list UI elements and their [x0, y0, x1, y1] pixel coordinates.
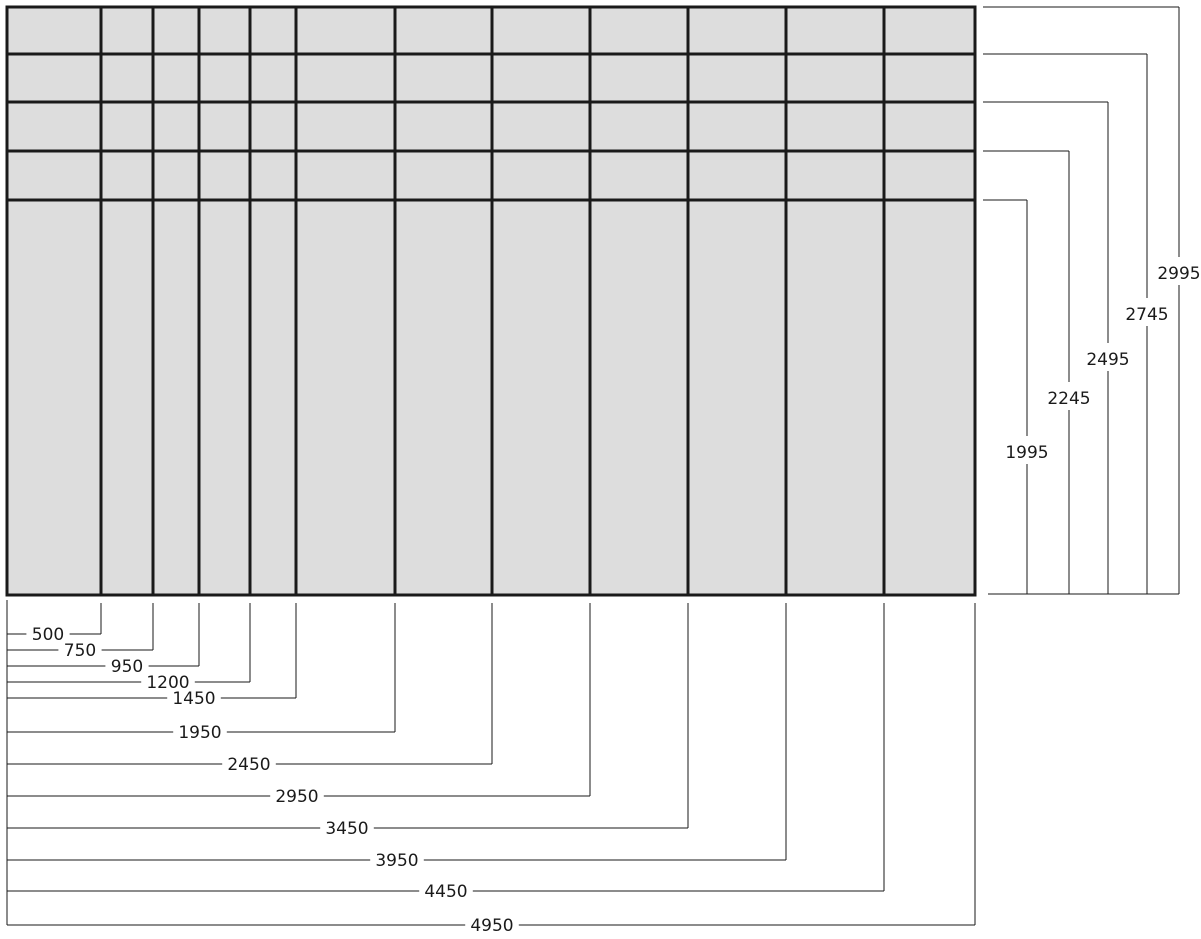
- width-dimension-1200: 1200: [7, 603, 251, 693]
- width-dimension-750: 750: [7, 603, 154, 661]
- dimension-label: 2950: [275, 787, 318, 807]
- height-dimension-1995: 1995: [983, 199, 1049, 594]
- dimension-label: 2745: [1125, 305, 1168, 325]
- dimension-label: 2995: [1157, 264, 1200, 284]
- width-dimension-2950: 2950: [7, 603, 591, 807]
- dimension-label: 750: [64, 641, 96, 661]
- height-dimension-2495: 2495: [983, 101, 1130, 594]
- width-dimension-4950: 4950: [7, 603, 976, 936]
- width-dimension-3450: 3450: [7, 603, 689, 839]
- dimension-label: 1200: [146, 673, 189, 693]
- dimension-label: 1450: [172, 689, 215, 709]
- dimension-label: 2245: [1047, 389, 1090, 409]
- grid-layer: [7, 7, 975, 595]
- dimension-label: 2450: [227, 755, 270, 775]
- width-dimension-2450: 2450: [7, 603, 493, 775]
- width-dimension-3950: 3950: [7, 603, 787, 871]
- width-dimension-1950: 1950: [7, 603, 396, 743]
- vertical-dimension-lines: 1995 2245 2495 2745 2995: [983, 6, 1201, 595]
- dimension-label: 500: [32, 625, 64, 645]
- width-dimension-4450: 4450: [7, 603, 885, 902]
- height-dimension-2995: 2995: [983, 6, 1201, 594]
- width-dimension-500: 500: [7, 603, 102, 645]
- dimension-label: 950: [111, 657, 143, 677]
- height-dimension-2745: 2745: [983, 53, 1169, 594]
- dimension-label: 2495: [1086, 350, 1129, 370]
- height-dimension-2245: 2245: [983, 150, 1091, 594]
- dimension-label: 4450: [424, 882, 467, 902]
- dimension-label: 1995: [1005, 443, 1048, 463]
- dimension-label: 1950: [178, 723, 221, 743]
- width-dimension-950: 950: [7, 603, 200, 677]
- width-dimension-1450: 1450: [7, 603, 297, 709]
- dimension-label: 4950: [470, 916, 513, 936]
- dimension-label: 3950: [375, 851, 418, 871]
- dimension-label: 3450: [325, 819, 368, 839]
